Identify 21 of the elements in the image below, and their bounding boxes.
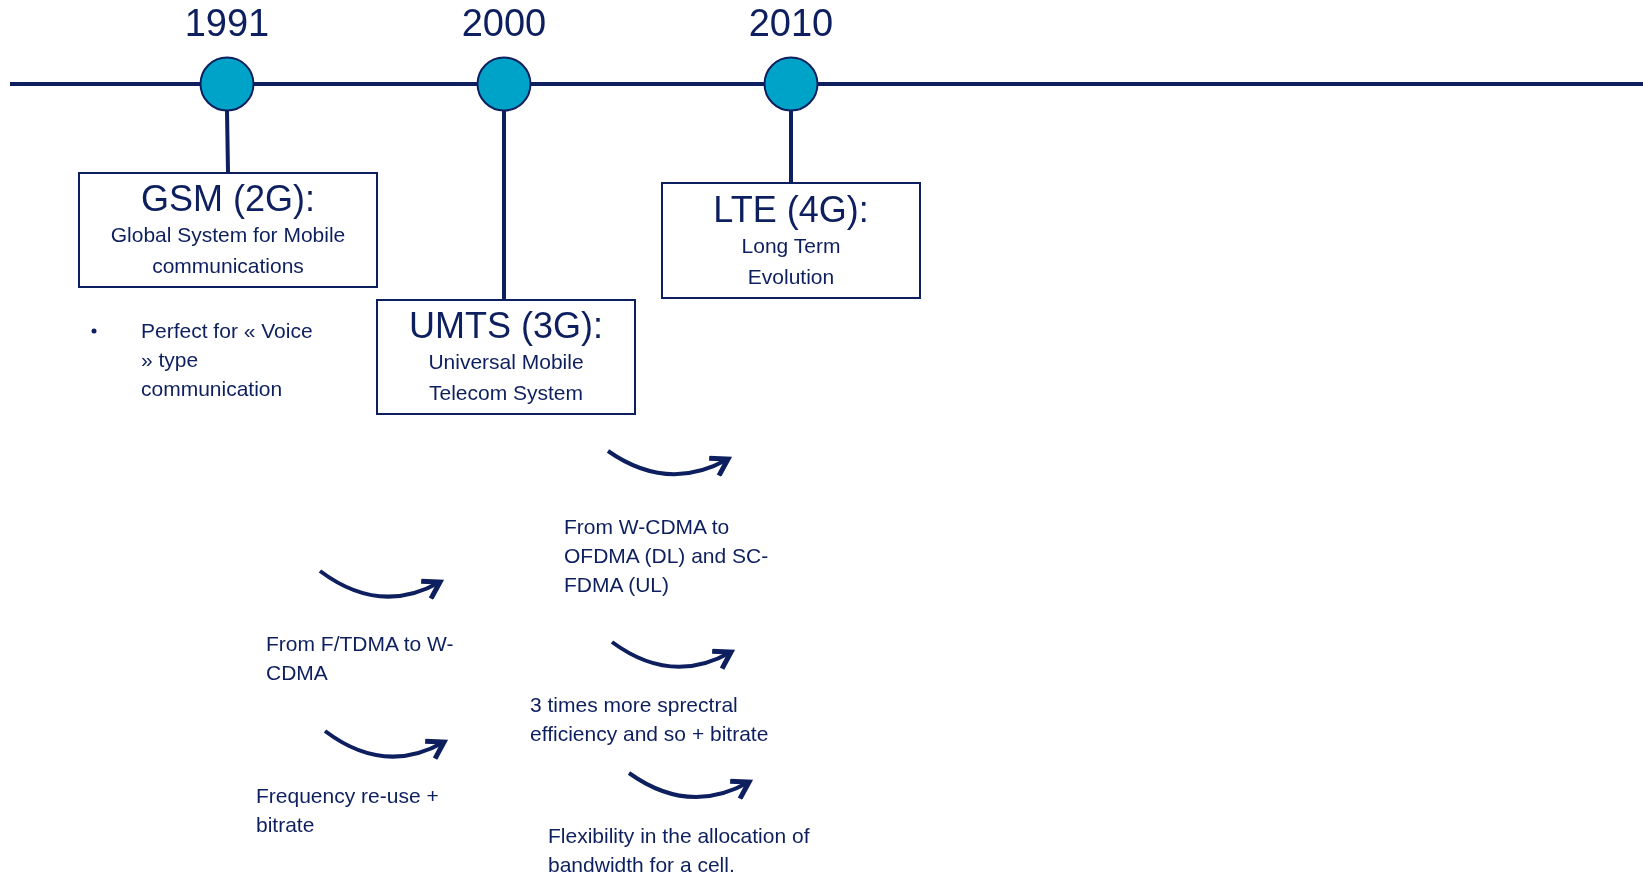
box-title: GSM (2G):: [141, 179, 315, 219]
connector-line: [789, 111, 793, 182]
note-text: Flexibility in the allocation of bandwidth for a cell.: [548, 823, 811, 878]
year-label: 2000: [460, 2, 548, 45]
box-subtitle: Long Term Evolution: [740, 232, 842, 290]
year-label: 2010: [747, 2, 835, 45]
note-text: Frequency re-use + bitrate: [256, 783, 440, 838]
box-subtitle: Universal Mobile Telecom System: [427, 349, 585, 406]
note-text: From W-CDMA to OFDMA (DL) and SC-FDMA (UL): [564, 514, 769, 598]
box-title: LTE (4G):: [713, 189, 869, 230]
connector-line: [225, 110, 230, 173]
box-subtitle: Global System for Mobile communications: [109, 222, 347, 279]
box-title: UMTS (3G):: [409, 306, 603, 346]
generation-box: [78, 172, 378, 288]
generation-box: [661, 182, 921, 299]
note-text: From F/TDMA to W-CDMA: [266, 631, 455, 686]
connector-line: [502, 111, 506, 299]
year-label: 1991: [183, 2, 271, 45]
note-text: Perfect for « Voice » type communication: [141, 318, 314, 402]
note-text: 3 times more sprectral efficiency and so + bitrate: [530, 692, 770, 747]
generation-box: [376, 299, 636, 415]
